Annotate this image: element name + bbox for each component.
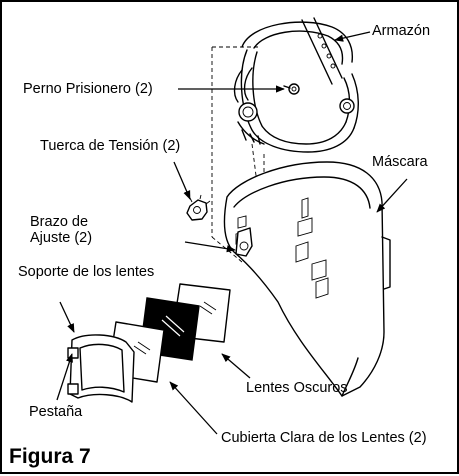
arrow-armazon xyxy=(334,31,371,42)
arrow-pestana xyxy=(56,353,73,401)
label-soporte-de-los-lentes: Soporte de los lentes xyxy=(18,264,155,280)
arrow-soporte xyxy=(59,301,75,333)
arrow-cubierta xyxy=(169,381,218,435)
label-brazo-de-ajuste-1: Brazo de xyxy=(30,214,89,230)
tension-knob-drawing xyxy=(186,194,211,221)
label-mascara: Máscara xyxy=(372,154,428,170)
label-lentes-oscuros: Lentes Oscuros xyxy=(246,380,348,396)
label-tuerca-de-tension: Tuerca de Tensión (2) xyxy=(40,138,181,154)
shell-drawing xyxy=(223,161,391,397)
arrow-tuerca xyxy=(173,161,191,200)
arrow-mascara xyxy=(376,178,408,213)
label-perno-prisionero: Perno Prisionero (2) xyxy=(23,81,153,97)
figure-caption: Figura 7 xyxy=(9,445,91,468)
headgear-drawing xyxy=(233,17,359,153)
arrow-lentes-oscuros xyxy=(221,353,251,379)
label-brazo-de-ajuste-2: Ajuste (2) xyxy=(30,230,93,246)
label-armazon: Armazón xyxy=(372,23,431,39)
label-cubierta-clara: Cubierta Clara de los Lentes (2) xyxy=(221,430,427,446)
adjustment-arm-drawing xyxy=(235,227,253,257)
lens-holder-drawing xyxy=(67,334,135,403)
label-pestana: Pestaña xyxy=(29,404,83,420)
arrow-brazo xyxy=(184,241,236,253)
